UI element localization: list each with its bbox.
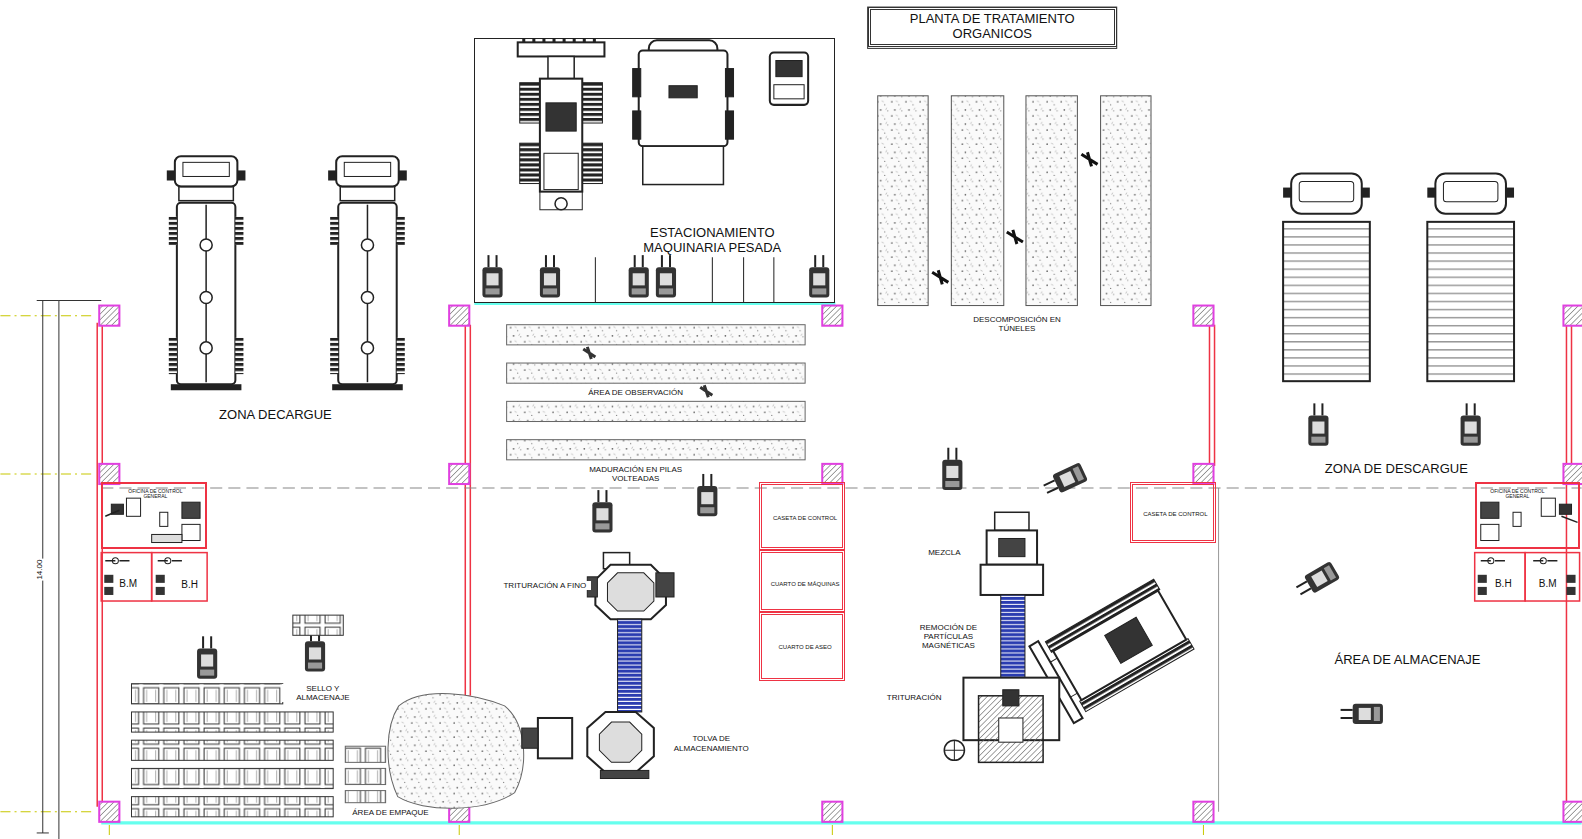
area-label: ZONA DE DESCARGUE xyxy=(1324,462,1469,477)
office-room: OFICINA DE CONTROL GENERAL xyxy=(101,482,207,549)
area-label: TOLVA DE ALMACENAMIENTO xyxy=(655,734,768,752)
trucks xyxy=(167,156,1514,390)
compost-tunnels xyxy=(878,96,1151,306)
area-label: B.M xyxy=(1538,578,1558,590)
restrooms xyxy=(101,553,1579,601)
columns xyxy=(99,306,1582,822)
area-label: MADURACIÓN EN PILAS VOLTEADAS xyxy=(579,465,692,483)
area-label: ZONA DECARGUE xyxy=(218,408,333,423)
area-label: REMOCIÓN DE PARTÍCULAS MAGNÉTICAS xyxy=(902,623,995,651)
area-label: MEZCLA xyxy=(927,548,961,557)
node-label: CASETA DE CONTROL xyxy=(765,515,846,522)
area-label: B.H xyxy=(180,579,199,591)
node-label: OFICINA DE CONTROL GENERAL xyxy=(127,489,184,501)
area-label: SELLO Y ALMACENAJE xyxy=(282,684,365,702)
area-label: TRITURACIÓN xyxy=(886,693,943,702)
area-label: B.M xyxy=(118,578,138,590)
office-room: OFICINA DE CONTROL GENERAL xyxy=(1475,482,1580,549)
node-label: CASETA DE CONTROL xyxy=(1136,511,1216,518)
title-text: PLANTA DE TRATAMIENTO ORGANICOS xyxy=(875,12,1110,42)
area-label: 14.00 xyxy=(36,559,45,581)
area-label: TRITURACIÓN A FINO xyxy=(498,581,591,590)
packing-area xyxy=(131,615,385,817)
area-label: ÁREA DE OBSERVACIÓN xyxy=(587,388,684,397)
area-label: ÁREA DE EMPAQUE xyxy=(351,808,429,817)
node-label: CUARTO DE MÁQUINAS xyxy=(765,581,846,588)
area-label: DESCOMPOSICIÓN EN TÚNELES xyxy=(961,315,1074,333)
forklifts xyxy=(197,255,1481,724)
node-label: CUARTO DE ASEO xyxy=(765,644,846,651)
process-machines xyxy=(522,512,1059,778)
office-furniture xyxy=(105,498,1577,542)
machine-room: CUARTO DE MÁQUINAS xyxy=(759,550,846,613)
parking-area: ESTACIONAMIENTO MAQUINARIA PESADA xyxy=(474,38,835,302)
area-label: ÁREA DE ALMACENAJE xyxy=(1333,653,1481,668)
compost-piles xyxy=(388,325,805,809)
title-box: PLANTA DE TRATAMIENTO ORGANICOS xyxy=(868,7,1117,47)
node-label: OFICINA DE CONTROL GENERAL xyxy=(1489,489,1546,501)
control-booth: CASETA DE CONTROL xyxy=(1130,482,1216,543)
node-label: ESTACIONAMIENTO MAQUINARIA PESADA xyxy=(627,226,799,256)
cleaning-room: CUARTO DE ASEO xyxy=(759,612,846,681)
control-booth: CASETA DE CONTROL xyxy=(759,482,846,550)
grid-axes xyxy=(0,316,1203,839)
area-label: B.H xyxy=(1494,578,1513,590)
walls xyxy=(97,7,1581,823)
dimension-line xyxy=(37,301,102,839)
